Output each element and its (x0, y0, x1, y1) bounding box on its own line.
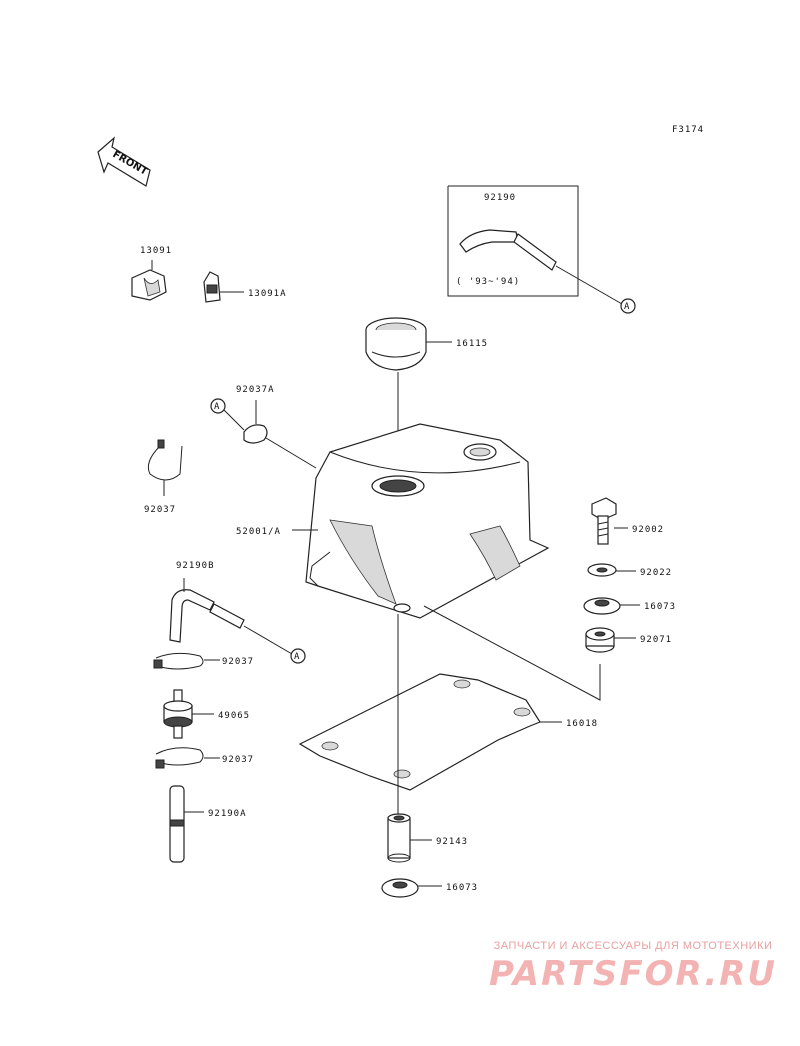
watermark-logo: PARTSFOR.RU (488, 954, 778, 994)
watermark-caption: ЗАПЧАСТИ И АКСЕССУАРЫ ДЛЯ МОТОТЕХНИКИ (493, 940, 773, 952)
callout-a-mid: A (290, 648, 306, 664)
clip-13091-icon (131, 260, 167, 301)
part-label-92071: 92071 (640, 635, 672, 645)
washer-92022-icon (587, 563, 636, 577)
part-label-92037-low: 92037 (222, 755, 254, 765)
part-label-92037-mid: 92037 (222, 657, 254, 667)
bolt-92002-icon (591, 497, 628, 545)
figure-code: F3174 (672, 125, 704, 135)
part-label-92037a: 92037A (236, 385, 275, 395)
hose-92190a-icon (169, 785, 204, 863)
part-label-16073-right: 16073 (644, 602, 676, 612)
clamp-92037a-icon (223, 400, 317, 469)
grommet-16073-bottom-icon (381, 878, 442, 898)
part-label-92022: 92022 (640, 568, 672, 578)
fuel-tank-icon (292, 423, 550, 619)
part-label-92190: 92190 (484, 193, 516, 203)
valve-49065-icon (163, 689, 214, 739)
part-label-16018: 16018 (566, 719, 598, 729)
part-label-92037-top: 92037 (144, 505, 176, 515)
svg-text:A: A (294, 652, 300, 662)
collar-92143-icon (387, 813, 432, 863)
part-label-92190b: 92190B (176, 561, 215, 571)
clamp-mid-icon (153, 652, 220, 670)
grommet-16073-right-icon (583, 597, 640, 615)
part-label-16115: 16115 (456, 339, 488, 349)
callout-a-left: A (210, 398, 226, 414)
leader-line-right (423, 605, 601, 701)
part-label-52001a: 52001/A (236, 527, 281, 537)
part-label-92002: 92002 (632, 525, 664, 535)
band-clamp-icon (147, 439, 183, 496)
clamp-low-icon (155, 747, 220, 769)
part-label-49065: 49065 (218, 711, 250, 721)
plate-16018-icon (298, 673, 562, 791)
variant-note: ( '93~'94) (456, 277, 520, 287)
svg-text:A: A (624, 302, 630, 312)
part-label-92190a: 92190A (208, 809, 247, 819)
variant-box (447, 185, 623, 305)
front-arrow-icon: FRONT (97, 136, 151, 187)
fuel-cap-icon (365, 317, 452, 470)
part-label-16073-bottom: 16073 (446, 883, 478, 893)
part-label-13091: 13091 (140, 246, 172, 256)
callout-a-right: A (620, 298, 636, 314)
collar-92071-icon (585, 627, 636, 653)
clip-13091a-icon (203, 271, 244, 303)
part-label-13091a: 13091A (248, 289, 287, 299)
part-label-92143: 92143 (436, 837, 468, 847)
watermark: ЗАПЧАСТИ И АКСЕССУАРЫ ДЛЯ МОТОТЕХНИКИ PA… (478, 940, 788, 994)
svg-text:A: A (214, 402, 220, 412)
hose-92190b-icon (169, 578, 293, 655)
